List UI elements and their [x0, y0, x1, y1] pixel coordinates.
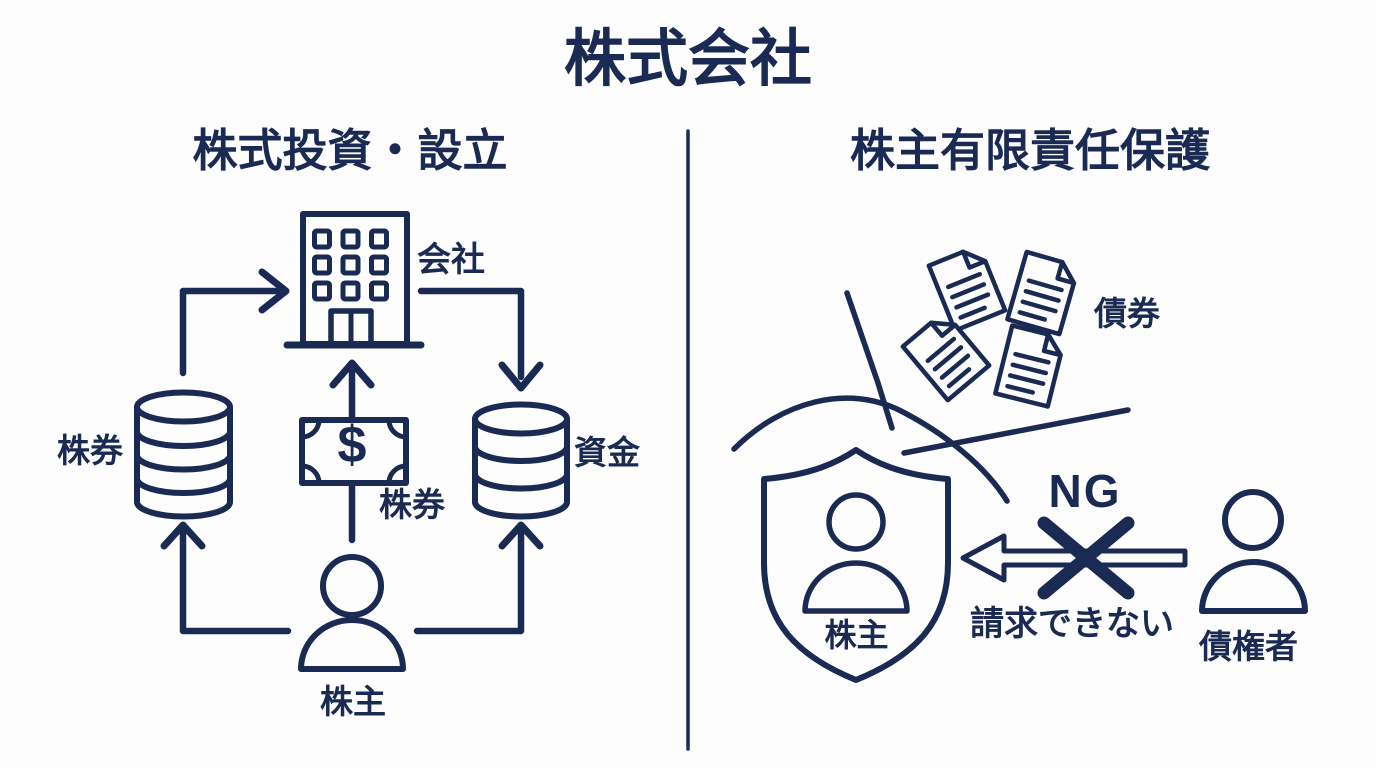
stock-certificates-stack-icon	[134, 389, 233, 520]
blocked-claim-arrow	[960, 516, 1188, 600]
dollar-sign: $	[337, 416, 367, 474]
arrow-shareholder-to-stock	[160, 521, 292, 635]
protection-shield-icon	[761, 447, 951, 683]
deflection-lines	[844, 290, 1131, 456]
arrow-company-to-funds	[417, 287, 544, 392]
protection-arc	[731, 395, 1010, 504]
creditor-label: 債権者	[1199, 628, 1298, 665]
x-cross-icon	[1037, 516, 1135, 600]
shareholder-label: 株主	[320, 683, 386, 720]
cannot-claim-label: 請求できない	[970, 605, 1174, 643]
arrow-stock-to-company	[179, 268, 290, 377]
bonds-label: 債券	[1094, 295, 1160, 332]
stock-certificates-label: 株券	[57, 432, 123, 469]
funds-label: 資金	[574, 434, 640, 471]
funds-stack-icon	[472, 401, 570, 520]
bond-documents-icon	[900, 249, 1077, 409]
page-title: 株式会社	[563, 25, 812, 94]
left-panel-title: 株式投資・設立	[192, 125, 508, 176]
company-label: 会社	[417, 241, 485, 279]
shield-person-icon	[802, 492, 910, 614]
arrow-shareholder-to-funds	[413, 521, 544, 635]
shield-shareholder-label: 株主	[824, 617, 889, 653]
bill-label: 株券	[379, 486, 445, 523]
right-panel-title: 株主有限責任保護	[849, 125, 1210, 176]
creditor-person-icon	[1199, 489, 1308, 614]
money-bill-icon	[299, 417, 409, 486]
ng-label: NG	[1048, 465, 1122, 517]
company-building-icon	[283, 211, 425, 349]
shareholder-person-icon	[298, 554, 406, 672]
